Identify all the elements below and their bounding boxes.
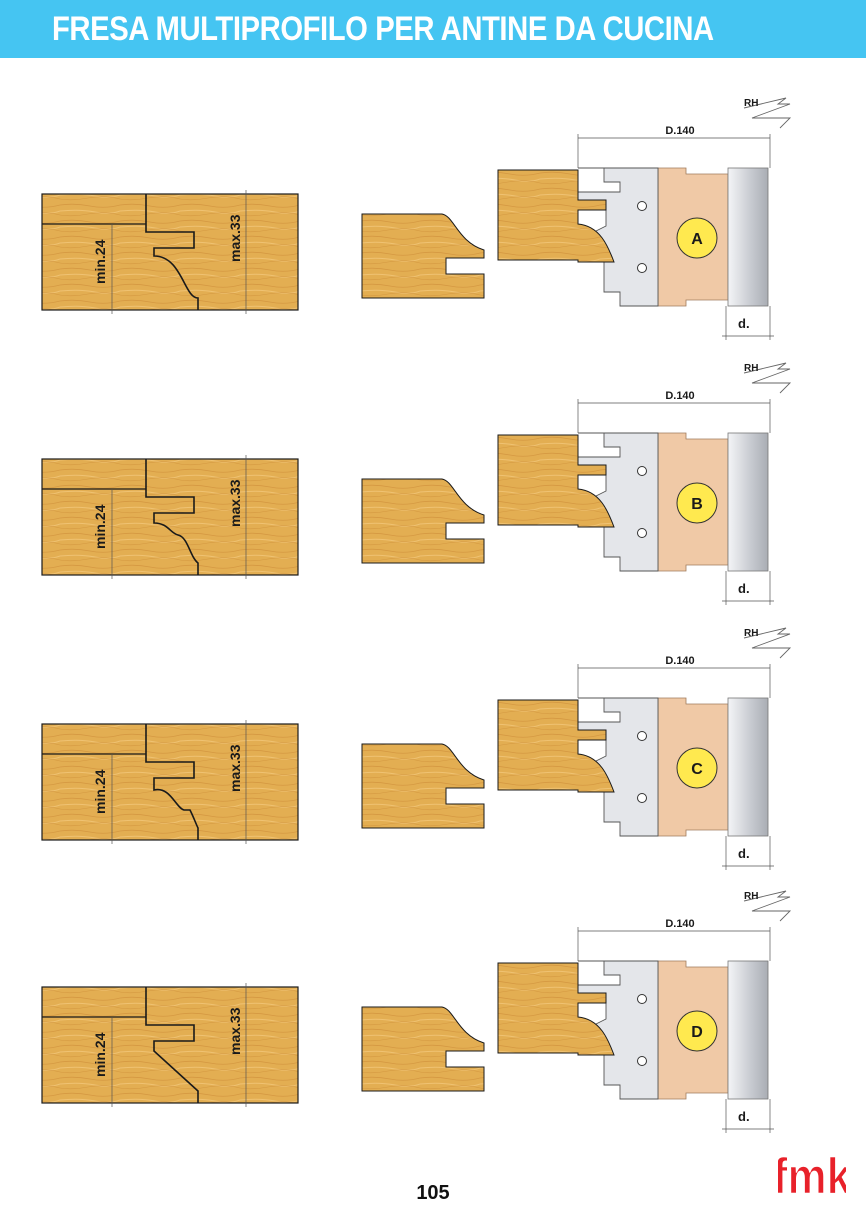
profile-badge-label: B	[691, 496, 703, 513]
depth-label: d.	[738, 846, 750, 861]
joint-profile-line	[145, 459, 199, 575]
page-number: 105	[416, 1182, 450, 1204]
stile-piece	[497, 699, 615, 793]
profile-diagram-d: min.24 max.33 D.140 RH Dd.	[41, 890, 792, 1133]
rail-piece	[361, 213, 485, 299]
dim-min-label: min.24	[92, 1032, 108, 1077]
profile-diagram-a: min.24 max.33 D.140 RH Ad.	[41, 97, 792, 340]
rail-piece	[361, 1006, 485, 1092]
screw-icon	[637, 1056, 647, 1066]
screw-icon	[637, 994, 647, 1004]
cutter-spindle	[727, 697, 769, 837]
profile-diagram-b: min.24 max.33 D.140 RH Bd.	[41, 362, 792, 605]
dim-min-label: min.24	[92, 239, 108, 284]
page-header: FRESA MULTIPROFILO PER ANTINE DA CUCINA	[0, 0, 866, 58]
screw-icon	[637, 466, 647, 476]
profile-badge-label: A	[691, 231, 703, 248]
joint-profile-line	[145, 987, 199, 1103]
diameter-label: D.140	[665, 125, 694, 137]
joint-board	[41, 193, 299, 311]
diameter-label: D.140	[665, 918, 694, 930]
screw-icon	[637, 793, 647, 803]
dim-min-label: min.24	[92, 504, 108, 549]
profile-badge-label: C	[691, 761, 703, 778]
dim-max-label: max.33	[227, 214, 243, 262]
profile-badge	[676, 747, 718, 789]
profile-badge	[676, 482, 718, 524]
dim-min-label: min.24	[92, 769, 108, 814]
joint-board	[41, 458, 299, 576]
rotation-label: RH	[744, 98, 758, 109]
rail-piece	[361, 478, 485, 564]
cutter-spindle	[727, 432, 769, 572]
page-title: FRESA MULTIPROFILO PER ANTINE DA CUCINA	[52, 10, 714, 48]
joint-board	[41, 986, 299, 1104]
profile-diagram-c: min.24 max.33 D.140 RH Cd.	[41, 627, 792, 870]
rotation-arrow-icon	[743, 890, 792, 922]
dim-max-label: max.33	[227, 1007, 243, 1055]
depth-label: d.	[738, 581, 750, 596]
rotation-arrow-icon	[743, 362, 792, 394]
rail-piece	[361, 743, 485, 829]
cutter-spindle	[727, 167, 769, 307]
brand-logo: fmk	[778, 1152, 846, 1202]
dim-max-label: max.33	[227, 744, 243, 792]
diameter-label: D.140	[665, 390, 694, 402]
diameter-label: D.140	[665, 655, 694, 667]
cutter-spindle	[727, 960, 769, 1100]
rotation-label: RH	[744, 628, 758, 639]
stile-piece	[497, 962, 615, 1056]
joint-board	[41, 723, 299, 841]
profile-badge	[676, 217, 718, 259]
stile-piece	[497, 434, 615, 528]
dim-max-label: max.33	[227, 479, 243, 527]
profile-badge	[676, 1010, 718, 1052]
rotation-arrow-icon	[743, 97, 792, 129]
screw-icon	[637, 528, 647, 538]
stile-piece	[497, 169, 615, 263]
screw-icon	[637, 201, 647, 211]
rotation-arrow-icon	[743, 627, 792, 659]
screw-icon	[637, 731, 647, 741]
joint-profile-line	[145, 194, 199, 310]
joint-profile-line	[145, 724, 199, 840]
depth-label: d.	[738, 1109, 750, 1124]
brand-logo-text: fmk	[778, 1152, 846, 1202]
rotation-label: RH	[744, 363, 758, 374]
rotation-label: RH	[744, 891, 758, 902]
depth-label: d.	[738, 316, 750, 331]
screw-icon	[637, 263, 647, 273]
profile-badge-label: D	[691, 1024, 703, 1041]
